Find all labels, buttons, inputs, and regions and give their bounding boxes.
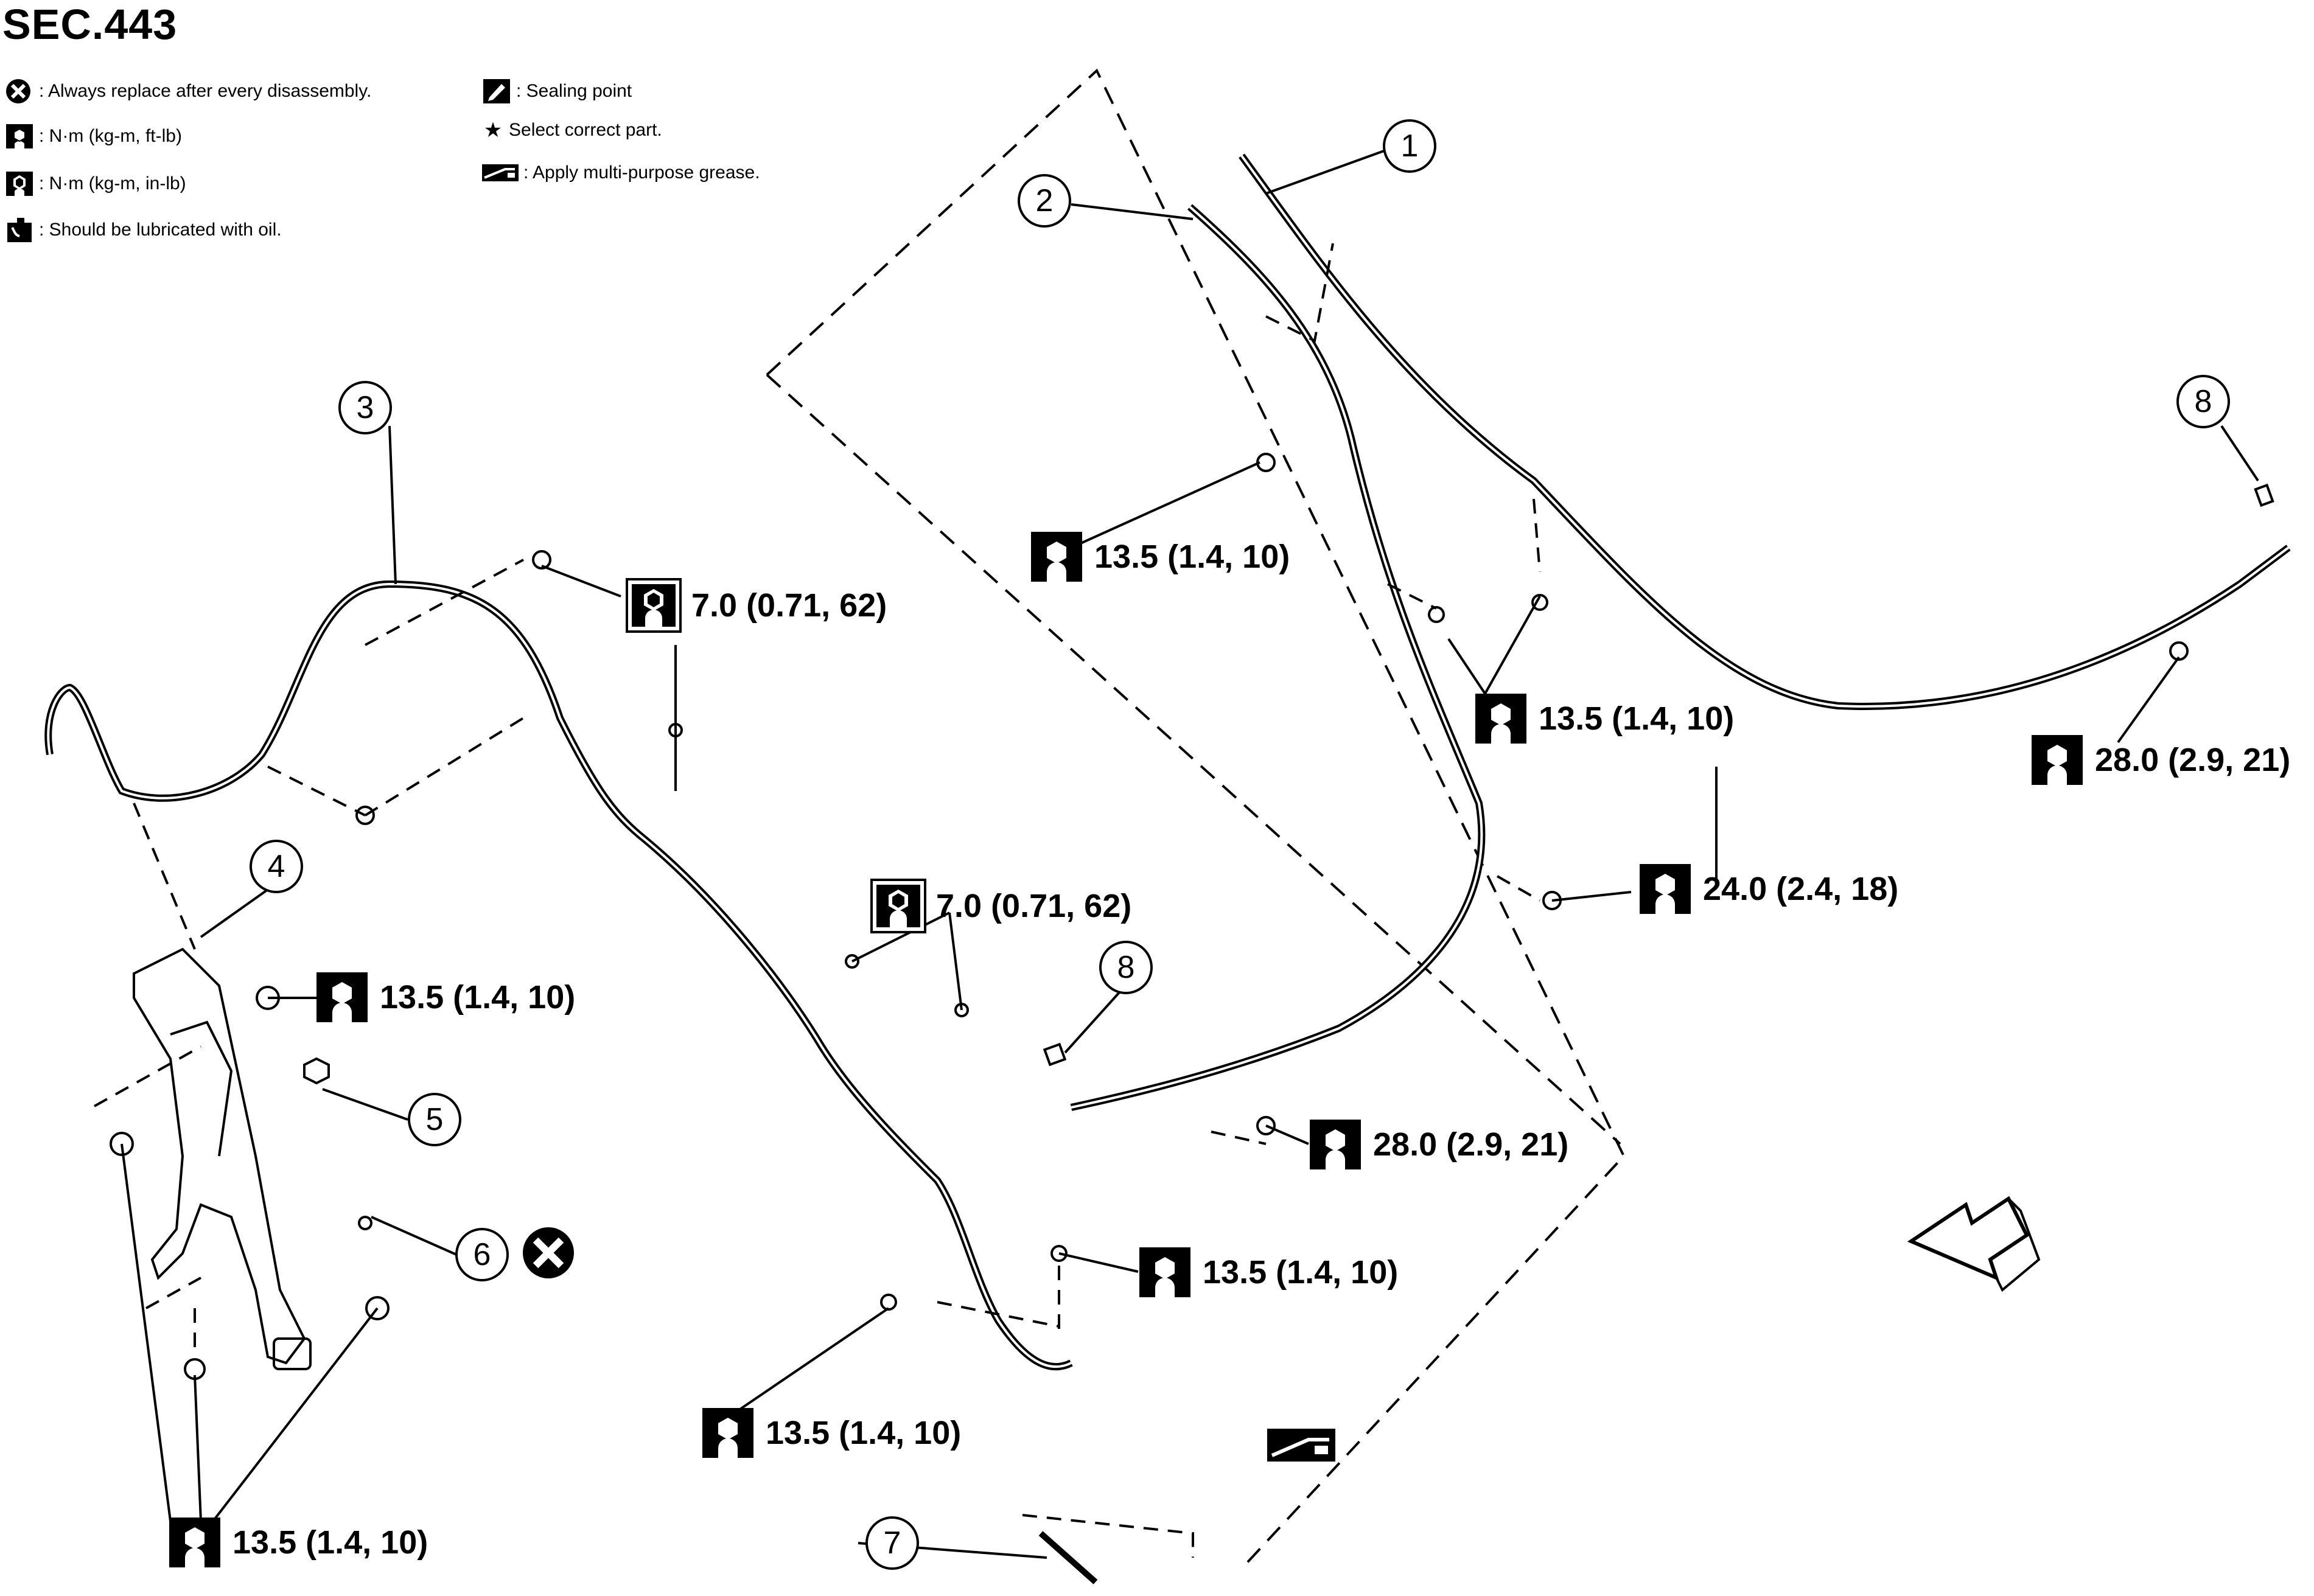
legend-text: : Should be lubricated with oil. xyxy=(39,220,282,240)
torque-value: 7.0 (0.71, 62) xyxy=(936,888,1132,924)
torque-icon xyxy=(167,1515,223,1570)
torque-value: 13.5 (1.4, 10) xyxy=(1539,700,1735,737)
legend-grease: : Apply multi-purpose grease. xyxy=(481,158,760,187)
legend-text: : Always replace after every disassembly… xyxy=(39,81,372,101)
torque-icon xyxy=(2029,733,2085,787)
torque-callout: 7.0 (0.71, 62) xyxy=(626,578,887,633)
torque-value: 13.5 (1.4, 10) xyxy=(766,1415,962,1451)
torque-icon xyxy=(1029,529,1085,584)
legend-sealing: : Sealing point xyxy=(481,77,632,106)
replace-icon xyxy=(521,1225,576,1280)
rear-boundary-dashed xyxy=(766,68,1626,1570)
torque-small-icon xyxy=(870,879,926,933)
legend-replace: : Always replace after every disassembly… xyxy=(4,77,371,106)
torque-callout: 13.5 (1.4, 10) xyxy=(700,1406,961,1460)
legend-torque-small: : N·m (kg-m, in-lb) xyxy=(4,169,186,198)
torque-callout: 13.5 (1.4, 10) xyxy=(167,1515,428,1570)
legend-torque: : N·m (kg-m, ft-lb) xyxy=(4,122,182,151)
legend-text: : Sealing point xyxy=(516,81,632,101)
part-number-7: 7 xyxy=(865,1516,919,1570)
torque-icon xyxy=(1473,691,1529,746)
legend-text: : N·m (kg-m, ft-lb) xyxy=(39,126,182,146)
torque-value: 13.5 (1.4, 10) xyxy=(232,1524,428,1561)
part-number-3: 3 xyxy=(338,381,392,434)
torque-value: 13.5 (1.4, 10) xyxy=(1203,1254,1399,1291)
rear-right-cable xyxy=(1239,153,2291,710)
oil-icon xyxy=(4,215,35,245)
torque-value: 13.5 (1.4, 10) xyxy=(380,979,576,1016)
torque-icon xyxy=(314,970,370,1025)
torque-callout: 13.5 (1.4, 10) xyxy=(314,970,575,1025)
part-number-2: 2 xyxy=(1018,174,1071,228)
left-boundary-dashed xyxy=(94,1045,201,1107)
torque-callout: 13.5 (1.4, 10) xyxy=(1029,529,1290,584)
front-direction-arrow xyxy=(1907,1196,2029,1281)
torque-callout: 28.0 (2.9, 21) xyxy=(1307,1117,1568,1172)
torque-callout: 13.5 (1.4, 10) xyxy=(1137,1245,1398,1300)
torque-small-icon xyxy=(4,169,35,198)
legend-text: Select correct part. xyxy=(509,120,662,140)
torque-callout: 13.5 (1.4, 10) xyxy=(1473,691,1734,746)
torque-icon xyxy=(1637,862,1693,916)
torque-icon xyxy=(1307,1117,1363,1172)
torque-callout: 7.0 (0.71, 62) xyxy=(870,879,1131,933)
grease-icon xyxy=(481,158,520,187)
torque-icon xyxy=(700,1406,756,1460)
part-number-6: 6 xyxy=(455,1228,509,1281)
torque-value: 28.0 (2.9, 21) xyxy=(2095,742,2291,778)
torque-icon xyxy=(4,122,35,151)
grease-icon xyxy=(1266,1426,1337,1464)
part-number-8: 8 xyxy=(2176,375,2230,428)
torque-value: 24.0 (2.4, 18) xyxy=(1703,871,1899,907)
torque-small-icon xyxy=(626,578,682,633)
torque-callout: 28.0 (2.9, 21) xyxy=(2029,733,2290,787)
torque-icon xyxy=(1137,1245,1193,1300)
section-title: SEC.443 xyxy=(2,1,178,48)
torque-value: 13.5 (1.4, 10) xyxy=(1094,538,1290,575)
legend-text: : Apply multi-purpose grease. xyxy=(523,162,760,183)
part-number-1: 1 xyxy=(1383,119,1436,173)
part-number-8: 8 xyxy=(1099,941,1153,994)
legend-star: ★ Select correct part. xyxy=(481,116,662,145)
replace-icon xyxy=(4,77,35,106)
part-number-5: 5 xyxy=(408,1093,461,1146)
brake-pedal-bracket xyxy=(133,947,306,1365)
torque-value: 28.0 (2.9, 21) xyxy=(1373,1126,1569,1163)
sealing-icon xyxy=(481,77,512,106)
legend-text: : N·m (kg-m, in-lb) xyxy=(39,173,186,193)
part-number-4: 4 xyxy=(250,840,303,893)
torque-value: 7.0 (0.71, 62) xyxy=(691,587,887,624)
star-icon: ★ xyxy=(483,119,503,142)
legend-oil: : Should be lubricated with oil. xyxy=(4,215,282,245)
torque-callout: 24.0 (2.4, 18) xyxy=(1637,862,1898,916)
rear-boundary-dashed-2 xyxy=(766,374,1621,1145)
